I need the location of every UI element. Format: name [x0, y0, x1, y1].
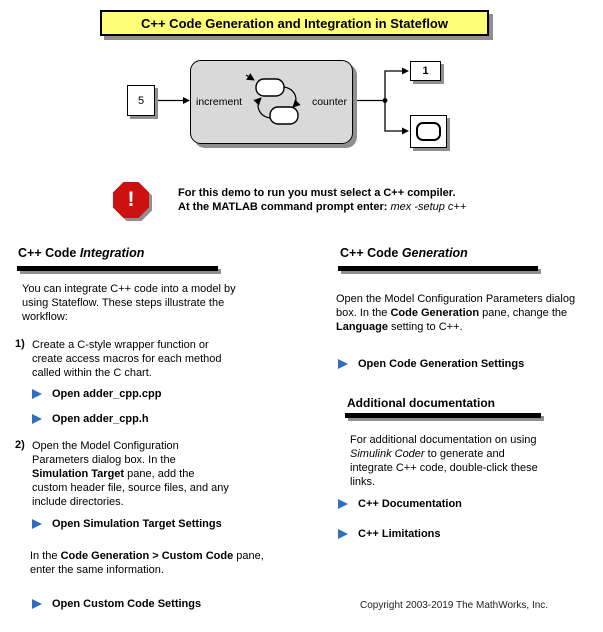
link-arrow-icon — [32, 599, 42, 609]
para1-seg-bold1: Code Generation — [390, 307, 480, 319]
link-open-codegen-settings-label: Open Code Generation Settings — [358, 358, 525, 370]
warning-line1: For this demo to run you must select a C… — [178, 187, 456, 199]
link-open-custom-code[interactable]: Open Custom Code Settings — [32, 598, 201, 610]
copyright-notice: Copyright 2003-2019 The MathWorks, Inc. — [360, 600, 549, 611]
input-arrowhead — [183, 97, 190, 104]
step2-seg-c: pane, add the custom header file, source… — [32, 468, 229, 508]
note-seg-c: pane, enter the same information. — [30, 550, 264, 576]
link-open-adder-h[interactable]: Open adder_cpp.h — [32, 413, 149, 425]
warning-text: For this demo to run you must select a C… — [178, 186, 466, 214]
custom-code-note: In the Code Generation > Custom Code pan… — [30, 549, 264, 577]
link-arrow-icon — [32, 519, 42, 529]
link-arrow-icon — [338, 359, 348, 369]
link-cpp-limitations-label: C++ Limitations — [358, 528, 441, 540]
step1-number: 1) — [15, 338, 25, 350]
additional-doc-rule — [345, 413, 541, 418]
warning-line2-label: At the MATLAB command prompt enter: — [178, 201, 391, 213]
left-heading-italic: Integration — [79, 246, 145, 260]
para2-seg-c: to generate and integrate C++ code, doub… — [350, 448, 538, 488]
additional-doc-heading: Additional documentation — [347, 396, 495, 410]
step2-text: Open the Model Configuration Parameters … — [32, 439, 230, 509]
scope-block[interactable] — [410, 115, 447, 148]
state-upper — [255, 78, 285, 97]
warning-stop-icon: ! — [113, 182, 149, 218]
link-arrow-icon — [338, 529, 348, 539]
link-open-custom-code-label: Open Custom Code Settings — [52, 598, 202, 610]
para2-seg-italic: Simulink Coder — [350, 448, 425, 460]
right-heading-plain: C++ Code — [340, 246, 402, 260]
step2-seg-bold: Simulation Target — [32, 468, 125, 480]
para1-seg-c: pane, change the — [479, 307, 568, 319]
link-open-sim-target-label: Open Simulation Target Settings — [52, 518, 222, 530]
step2-number: 2) — [15, 439, 25, 451]
transition-up — [253, 97, 271, 119]
para1-seg-bold2: Language — [336, 321, 388, 333]
link-arrow-icon — [32, 389, 42, 399]
link-open-adder-h-label: Open adder_cpp.h — [52, 413, 149, 425]
link-open-codegen-settings[interactable]: Open Code Generation Settings — [338, 358, 524, 370]
output-wires — [353, 70, 402, 132]
display-arrowhead — [402, 67, 409, 75]
right-heading-rule — [338, 266, 538, 271]
para1-seg-a: Open the Model Configuration Parameters … — [336, 293, 576, 319]
exclamation-glyph: ! — [127, 188, 135, 211]
title-banner-text: C++ Code Generation and Integration in S… — [141, 15, 448, 31]
title-banner: C++ Code Generation and Integration in S… — [100, 10, 489, 36]
stateflow-chart-block[interactable]: increment counter — [190, 60, 353, 144]
scope-arrowhead — [402, 127, 409, 135]
constant-value: 5 — [137, 94, 145, 107]
link-open-sim-target[interactable]: Open Simulation Target Settings — [32, 518, 222, 530]
right-column-heading: C++ Code Generation — [340, 246, 468, 260]
note-seg-a: In the — [30, 550, 61, 562]
step2-seg-a: Open the Model Configuration Parameters … — [32, 440, 179, 466]
link-open-adder-cpp-label: Open adder_cpp.cpp — [52, 388, 162, 400]
link-cpp-documentation[interactable]: C++ Documentation — [338, 498, 462, 510]
right-heading-italic: Generation — [401, 246, 468, 260]
display-block[interactable]: 1 — [410, 61, 441, 81]
chart-input-port-label: increment — [196, 96, 243, 108]
transition-down — [283, 86, 301, 108]
link-arrow-icon — [32, 414, 42, 424]
codegen-paragraph: Open the Model Configuration Parameters … — [336, 292, 582, 334]
para1-seg-e: setting to C++. — [387, 321, 463, 333]
link-cpp-limitations[interactable]: C++ Limitations — [338, 528, 441, 540]
left-heading-rule — [17, 266, 218, 271]
branch-dot — [382, 98, 388, 103]
state-lower — [269, 106, 299, 125]
additional-doc-paragraph: For additional documentation on using Si… — [350, 433, 548, 489]
scope-screen-icon — [416, 122, 441, 141]
left-column-heading: C++ Code Integration — [18, 246, 144, 260]
default-transition — [245, 73, 255, 81]
left-heading-plain: C++ Code — [18, 246, 80, 260]
display-value: 1 — [422, 65, 429, 77]
link-cpp-documentation-label: C++ Documentation — [358, 498, 462, 510]
left-intro-text: You can integrate C++ code into a model … — [22, 283, 236, 323]
constant-block[interactable]: 5 — [127, 85, 155, 116]
warning-command: mex -setup c++ — [390, 201, 467, 213]
chart-states-icon — [245, 73, 301, 125]
para2-seg-a: For additional documentation on using — [350, 434, 537, 446]
chart-output-port-label: counter — [311, 96, 347, 108]
link-open-adder-cpp[interactable]: Open adder_cpp.cpp — [32, 388, 161, 400]
warning-line2: At the MATLAB command prompt enter: mex … — [178, 200, 466, 214]
link-arrow-icon — [338, 499, 348, 509]
warning-icon-wrap: ! — [113, 182, 149, 218]
note-seg-bold: Code Generation > Custom Code — [60, 550, 234, 562]
step1-text: Create a C-style wrapper function or cre… — [32, 339, 222, 379]
